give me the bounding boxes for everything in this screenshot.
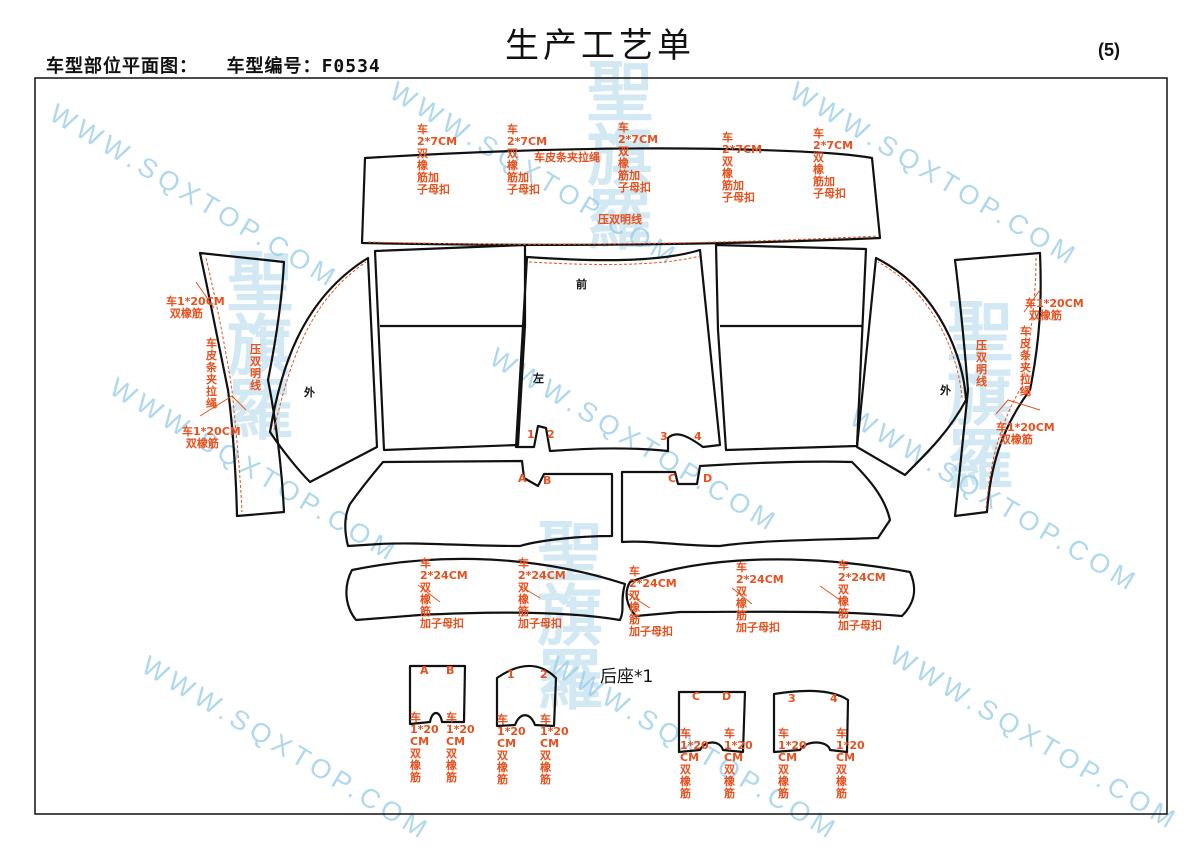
annotation-right-2: 车 皮 条 夹 拉 绳	[1020, 325, 1031, 398]
annotation-bottom-4: 车 2*24CM 双 橡 筋 加子母扣	[736, 561, 784, 634]
marker-d: D	[722, 690, 732, 703]
stitch-line	[273, 261, 367, 431]
stitch-line	[985, 257, 1037, 509]
marker-c: C	[692, 690, 701, 703]
annotation-right-seam: 压 双 明 线	[976, 339, 987, 388]
marker-2: 2	[540, 668, 548, 681]
top-strip-piece	[360, 147, 882, 246]
annotation-left-2: 车 皮 条 夹 拉 绳	[206, 337, 217, 410]
small-piece-cd	[677, 690, 747, 754]
right-seatback-piece	[714, 243, 868, 452]
marker-b: B	[543, 474, 552, 487]
annotation-bottom-1: 车 2*24CM 双 橡 筋 加子母扣	[420, 557, 468, 630]
annotation-small: 车 1*20 CM 双 橡 筋	[778, 727, 807, 800]
header-left: 车型部位平面图： 车型编号：F0534	[46, 52, 381, 78]
left-door-piece	[268, 256, 379, 484]
marker-3: 3	[660, 430, 668, 443]
annotation-top-3: 车 2*7CM 双 橡 筋加 子母扣	[618, 121, 659, 194]
annotation-left-1: 车1*20CM 双橡筋	[166, 295, 225, 320]
page-title: 生产工艺单	[505, 26, 695, 66]
callout-line	[195, 281, 247, 417]
marker-c: C	[668, 472, 677, 485]
annotation-top-1: 车 2*7CM 双 橡 筋加 子母扣	[417, 123, 458, 196]
small-piece-12	[495, 665, 558, 728]
annotation-small: 车 1*20 CM 双 橡 筋	[836, 727, 865, 800]
annotation-small: 车 1*20 CM 双 橡 筋	[724, 727, 753, 800]
annotation-small: 车 1*20 CM 双 橡 筋	[497, 713, 526, 786]
callout-line	[417, 584, 841, 609]
annotation-bottom-2: 车 2*24CM 双 橡 筋 加子母扣	[518, 557, 566, 630]
model-code: F0534	[321, 56, 381, 77]
stitch-line	[205, 257, 243, 513]
lower-left-piece	[344, 459, 614, 548]
left-seatback-piece	[373, 243, 527, 452]
lower-right-piece	[620, 460, 892, 548]
annotation-small: 车 1*20 CM 双 橡 筋	[446, 711, 475, 784]
small-piece-34	[772, 689, 850, 754]
annotation-top-mid: 车皮条夹拉绳	[534, 151, 600, 164]
annotation-right-1: 车1*20CM 双橡筋	[1025, 297, 1084, 322]
marker-4: 4	[694, 430, 702, 443]
label-outer-right: 外	[940, 384, 951, 397]
annotation-small: 车 1*20 CM 双 橡 筋	[410, 711, 439, 784]
stitch-line	[877, 261, 963, 399]
center-piece	[514, 248, 722, 453]
annotation-small: 车 1*20 CM 双 橡 筋	[680, 727, 709, 800]
stitch-line	[528, 255, 701, 265]
annotation-small: 车 1*20 CM 双 橡 筋	[540, 713, 569, 786]
annotation-top-seam: 压双明线	[598, 213, 642, 226]
marker-a: A	[518, 472, 527, 485]
stitch-line	[367, 235, 879, 245]
marker-3: 3	[788, 692, 796, 705]
page-number: (5)	[1098, 40, 1120, 60]
right-door-piece	[855, 256, 968, 477]
annotation-bottom-3: 车 2*24CM 双 橡 筋 加子母扣	[629, 565, 677, 638]
marker-a: A	[420, 664, 429, 677]
sheet-border	[34, 77, 1168, 815]
annotation-bottom-5: 车 2*24CM 双 橡 筋 加子母扣	[838, 559, 886, 632]
marker-1: 1	[507, 668, 515, 681]
right-side-panel	[953, 251, 1042, 518]
left-side-panel	[198, 251, 286, 518]
marker-4: 4	[830, 692, 838, 705]
watermark-seal: 聖旗羅	[587, 53, 653, 259]
bottom-strip-left	[345, 557, 627, 622]
marker-2: 2	[547, 428, 555, 441]
annotation-top-5: 车 2*7CM 双 橡 筋加 子母扣	[813, 127, 854, 200]
model-label: 车型编号：	[226, 56, 322, 77]
small-piece-ab	[408, 664, 467, 726]
bottom-strip-right	[625, 558, 916, 618]
marker-d: D	[703, 472, 713, 485]
diagram-label: 车型部位平面图：	[46, 56, 198, 77]
label-left: 左	[533, 372, 544, 385]
marker-1: 1	[527, 428, 535, 441]
annotation-left-seam: 压 双 明 线	[250, 343, 261, 392]
annotation-right-3: 车1*20CM 双橡筋	[996, 421, 1055, 446]
annotation-left-3: 车1*20CM 双橡筋	[182, 425, 241, 450]
label-front: 前	[576, 278, 587, 291]
label-outer-left: 外	[304, 386, 315, 399]
label-rear-seat: 后座*1	[600, 667, 654, 687]
callout-line	[995, 289, 1041, 415]
marker-b: B	[446, 664, 455, 677]
annotation-top-2: 车 2*7CM 双 橡 筋加 子母扣	[507, 123, 548, 196]
annotation-top-4: 车 2*7CM 双 橡 筋加 子母扣	[722, 131, 763, 204]
